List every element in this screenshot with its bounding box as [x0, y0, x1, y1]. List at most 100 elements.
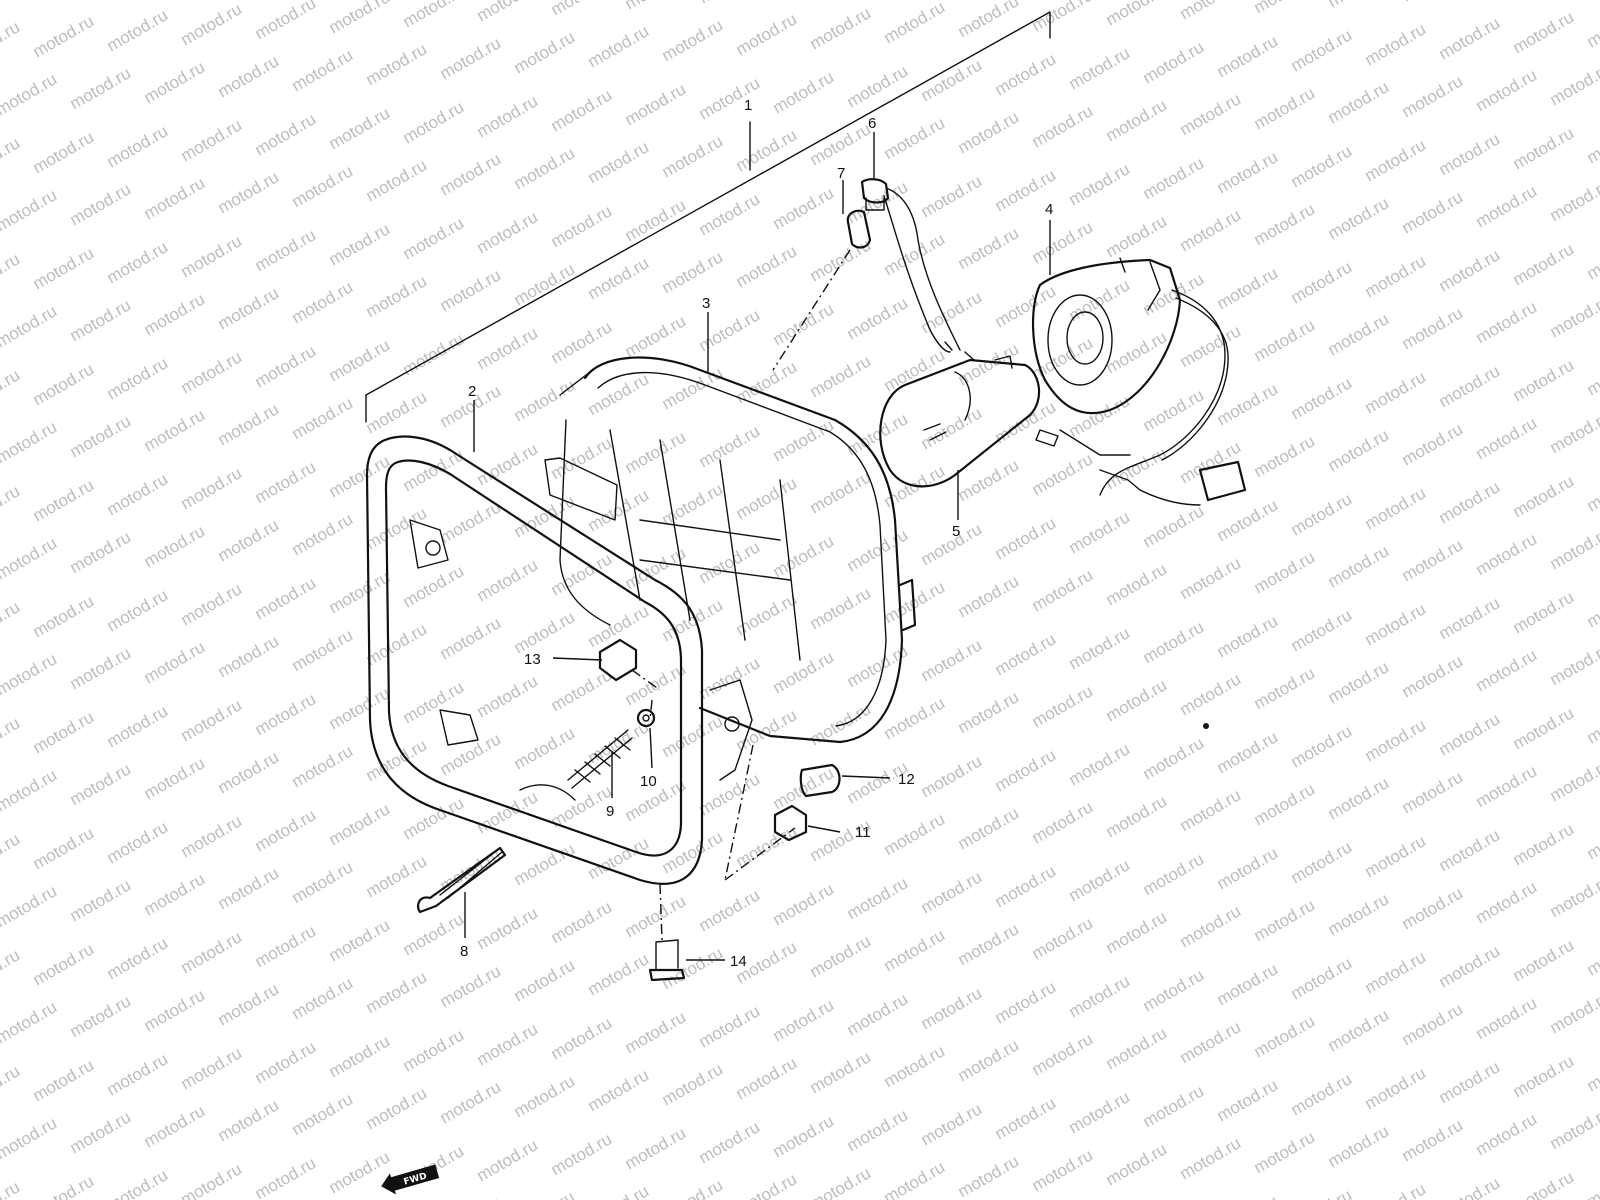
watermark-text: motod.ru: [992, 745, 1060, 795]
watermark-text: motod.ru: [400, 0, 468, 31]
watermark-text: motod.ru: [252, 573, 320, 623]
watermark-text: motod.ru: [1066, 623, 1134, 673]
watermark-text: motod.ru: [1584, 1, 1600, 51]
watermark-text: motod.ru: [252, 921, 320, 971]
watermark-text: motod.ru: [0, 997, 60, 1047]
watermark-text: motod.ru: [215, 515, 283, 565]
callout-2: 2: [468, 383, 476, 400]
watermark-text: motod.ru: [918, 867, 986, 917]
watermark-text: motod.ru: [770, 763, 838, 813]
watermark-text: motod.ru: [1251, 83, 1319, 133]
watermark-text: motod.ru: [1177, 1017, 1245, 1067]
watermark-text: motod.ru: [511, 375, 579, 425]
watermark-text: motod.ru: [0, 0, 60, 3]
watermark-text: motod.ru: [696, 1117, 764, 1167]
watermark-text: motod.ru: [326, 103, 394, 153]
watermark-text: motod.ru: [252, 109, 320, 159]
callout-7: 7: [837, 165, 845, 182]
callout-1: 1: [744, 97, 752, 114]
watermark-text: motod.ru: [326, 335, 394, 385]
watermark-text: motod.ru: [733, 357, 801, 407]
watermark-text: motod.ru: [1066, 391, 1134, 441]
watermark-text: motod.ru: [400, 329, 468, 379]
watermark-text: motod.ru: [1325, 425, 1393, 475]
watermark-text: motod.ru: [67, 411, 135, 461]
watermark-text: motod.ru: [1547, 987, 1600, 1037]
callout-3: 3: [702, 295, 710, 312]
watermark-text: motod.ru: [326, 683, 394, 733]
watermark-text: motod.ru: [1473, 297, 1541, 347]
watermark-text: motod.ru: [1214, 727, 1282, 777]
watermark-text: motod.ru: [141, 173, 209, 223]
watermark-text: motod.ru: [1584, 929, 1600, 979]
small-fasteners: [598, 638, 841, 982]
watermark-text: motod.ru: [0, 597, 23, 647]
watermark-text: motod.ru: [1140, 385, 1208, 435]
watermark-text: motod.ru: [363, 619, 431, 669]
watermark-text: motod.ru: [1325, 889, 1393, 939]
watermark-text: motod.ru: [178, 579, 246, 629]
watermark-text: motod.ru: [1066, 855, 1134, 905]
watermark-text: motod.ru: [1436, 361, 1504, 411]
watermark-text: motod.ru: [1510, 471, 1578, 521]
watermark-text: motod.ru: [807, 351, 875, 401]
watermark-text: motod.ru: [1103, 559, 1171, 609]
watermark-text: motod.ru: [1140, 153, 1208, 203]
watermark-text: motod.ru: [1251, 663, 1319, 713]
callout-9: 9: [606, 803, 614, 820]
watermark-text: motod.ru: [1177, 321, 1245, 371]
watermark-text: motod.ru: [0, 481, 23, 531]
watermark-text: motod.ru: [1214, 1191, 1282, 1200]
watermark-text: motod.ru: [1288, 141, 1356, 191]
watermark-text: motod.ru: [1547, 59, 1600, 109]
watermark-text: motod.ru: [215, 863, 283, 913]
watermark-text: motod.ru: [955, 1035, 1023, 1085]
watermark-text: motod.ru: [1103, 443, 1171, 493]
watermark-text: motod.ru: [363, 387, 431, 437]
watermark-text: motod.ru: [696, 73, 764, 123]
watermark-text: motod.ru: [1288, 605, 1356, 655]
watermark-text: motod.ru: [733, 9, 801, 59]
watermark-text: motod.ru: [1584, 233, 1600, 283]
watermark-text: motod.ru: [437, 613, 505, 663]
watermark-text: motod.ru: [1399, 1115, 1467, 1165]
watermark-text: motod.ru: [1436, 13, 1504, 63]
watermark-text: motod.ru: [178, 695, 246, 745]
watermark-text: motod.ru: [1177, 205, 1245, 255]
watermark-text: motod.ru: [1214, 611, 1282, 661]
watermark-text: motod.ru: [659, 1059, 727, 1109]
watermark-text: motod.ru: [844, 293, 912, 343]
watermark-text: motod.ru: [1399, 71, 1467, 121]
watermark-text: motod.ru: [0, 417, 60, 467]
watermark-text: motod.ru: [1029, 681, 1097, 731]
watermark-text: motod.ru: [585, 833, 653, 883]
watermark-text: motod.ru: [30, 475, 98, 525]
watermark-text: motod.ru: [1103, 675, 1171, 725]
watermark-text: motod.ru: [770, 299, 838, 349]
watermark-text: motod.ru: [1436, 245, 1504, 295]
watermark-text: motod.ru: [1140, 37, 1208, 87]
watermark-text: motod.ru: [1214, 1075, 1282, 1125]
watermark-text: motod.ru: [807, 1047, 875, 1097]
watermark-text: motod.ru: [104, 933, 172, 983]
watermark-text: motod.ru: [363, 155, 431, 205]
watermark-text: motod.ru: [511, 1071, 579, 1121]
watermark-text: motod.ru: [770, 67, 838, 117]
callout-8: 8: [460, 943, 468, 960]
watermark-text: motod.ru: [1103, 907, 1171, 957]
callout-10: 10: [640, 773, 657, 790]
watermark-text: motod.ru: [992, 281, 1060, 331]
watermark-text: motod.ru: [955, 919, 1023, 969]
watermark-text: motod.ru: [1325, 309, 1393, 359]
watermark-text: motod.ru: [1325, 193, 1393, 243]
watermark-text: motod.ru: [1325, 657, 1393, 707]
watermark-text: motod.ru: [511, 955, 579, 1005]
watermark-text: motod.ru: [30, 939, 98, 989]
watermark-text: motod.ru: [918, 1099, 986, 1149]
watermark-text: motod.ru: [289, 45, 357, 95]
watermark-text: motod.ru: [1362, 599, 1430, 649]
watermark-text: motod.ru: [0, 945, 23, 995]
watermark-text: motod.ru: [104, 237, 172, 287]
watermark-text: motod.ru: [1103, 327, 1171, 377]
watermark-text: motod.ru: [0, 365, 23, 415]
